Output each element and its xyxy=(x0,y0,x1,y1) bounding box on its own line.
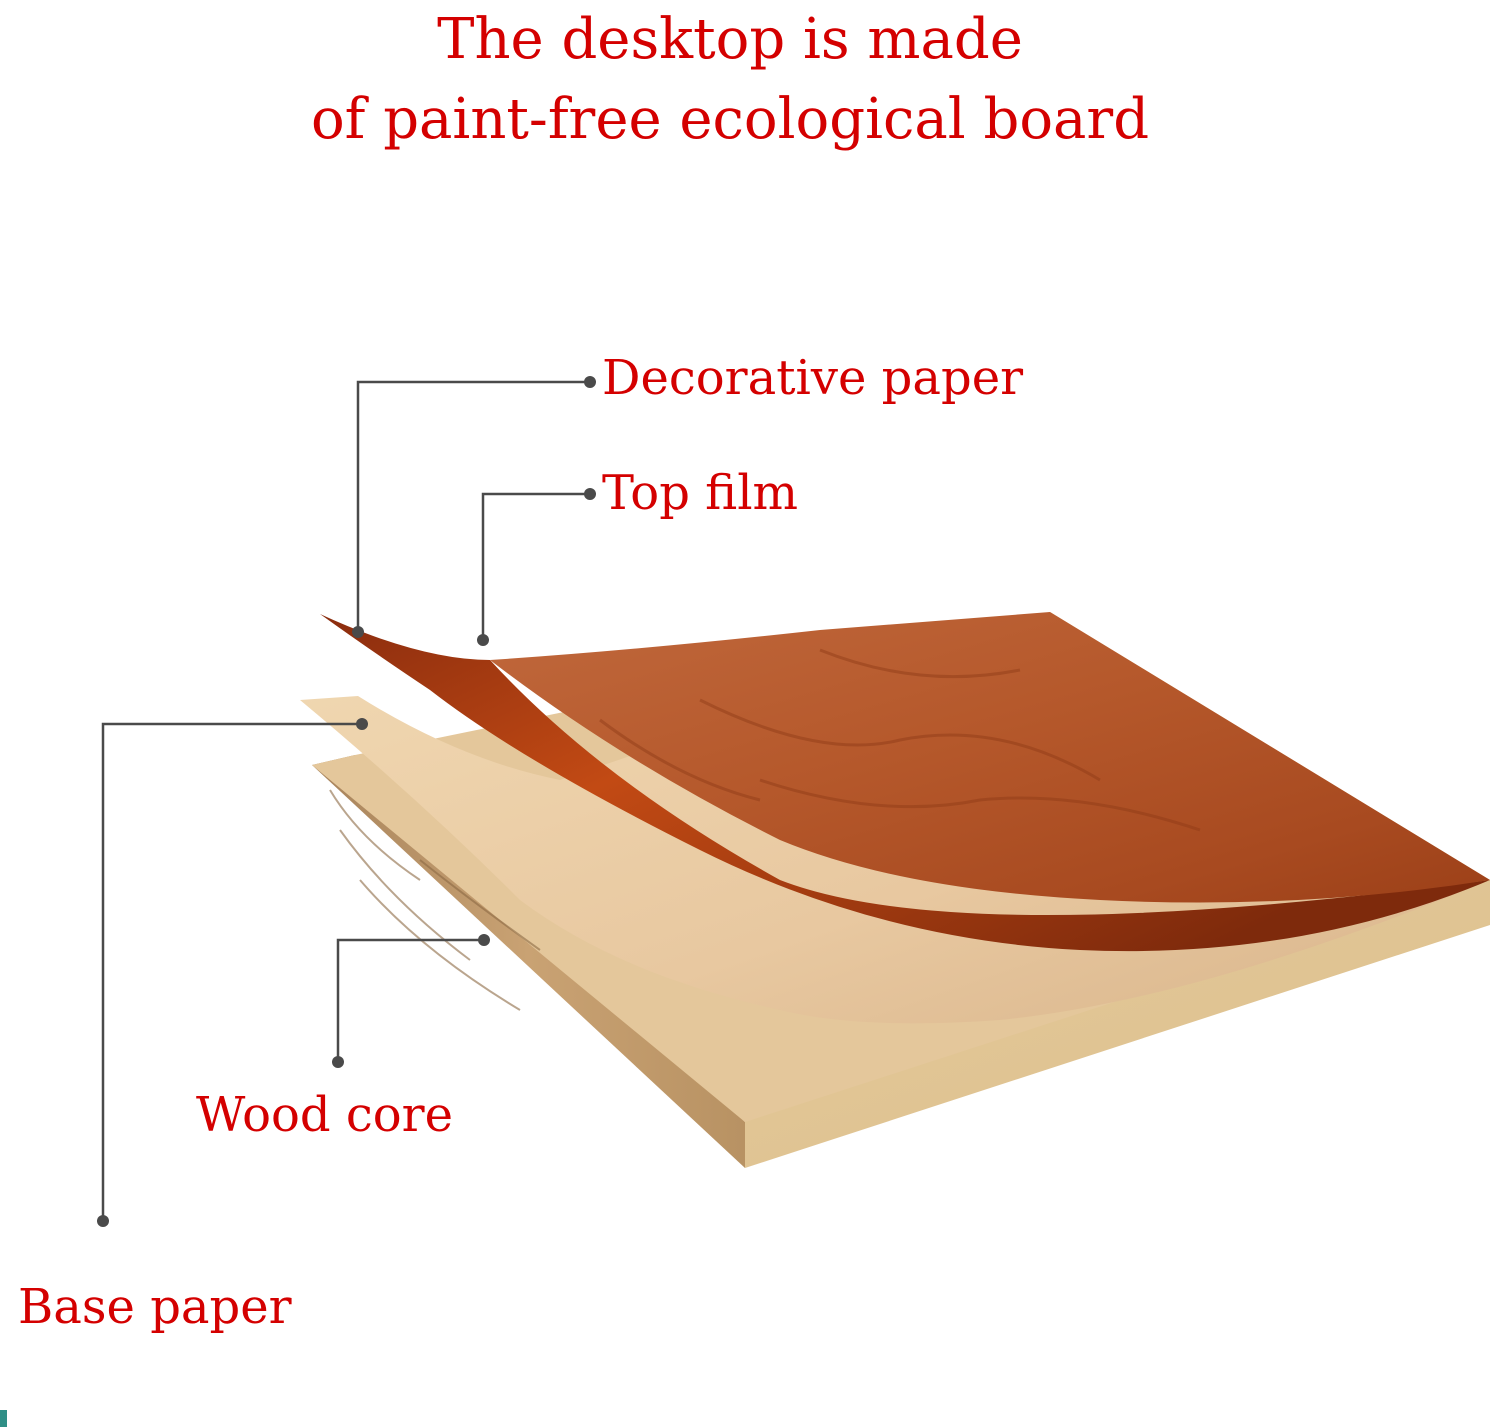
veneer-grain xyxy=(599,648,1201,832)
label-base-paper: Base paper xyxy=(18,1279,292,1335)
top-film-surface xyxy=(490,612,1490,903)
corner-mark xyxy=(0,1410,7,1427)
leader-dots xyxy=(97,376,596,1227)
label-wood-core: Wood core xyxy=(196,1087,453,1143)
wood-core-side xyxy=(312,755,745,1168)
label-decorative-paper: Decorative paper xyxy=(602,350,1024,406)
page-title: The desktop is made of paint-free ecolog… xyxy=(0,0,1460,160)
decorative-paper-underside xyxy=(320,614,1490,952)
leader-decorative-paper xyxy=(356,380,590,632)
leader-lines xyxy=(101,380,590,1221)
title-line-2: of paint-free ecological board xyxy=(310,87,1150,152)
leader-base-paper xyxy=(101,722,362,1221)
leader-wood-core xyxy=(336,938,484,1062)
leader-top-film xyxy=(481,492,590,640)
wood-grain-lines xyxy=(329,789,541,1011)
title-line-1: The desktop is made xyxy=(437,7,1023,72)
label-top-film: Top film xyxy=(602,465,799,521)
